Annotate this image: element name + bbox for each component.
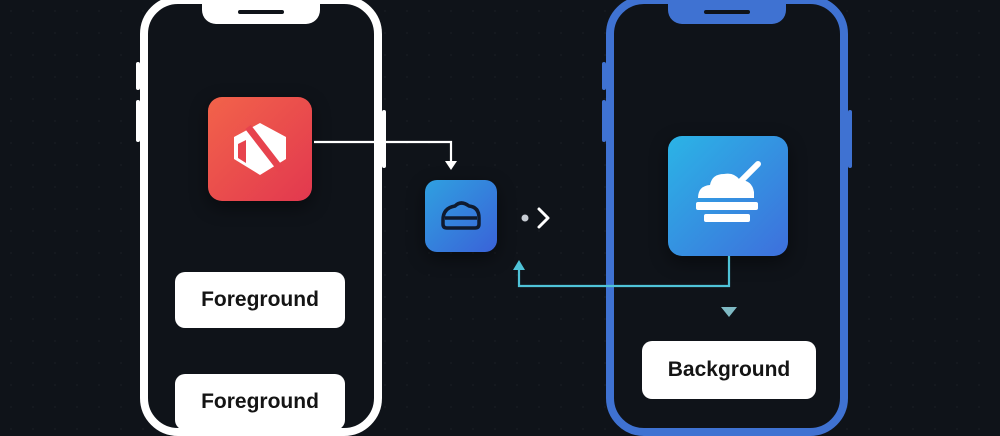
speaker (238, 10, 284, 14)
foreground-to-transition-arrowhead (445, 161, 457, 170)
background-to-transition-arrowhead (513, 260, 525, 270)
foreground-label-text: Foreground (201, 288, 319, 311)
flow-connectors (314, 140, 737, 317)
shield-app-icon[interactable] (208, 97, 312, 201)
background-to-transition-arrow (517, 256, 731, 288)
cloud-glyph-icon (441, 201, 481, 230)
foreground-label-text: Foreground (201, 390, 319, 413)
cloud-app-icon[interactable] (425, 180, 497, 252)
down-triangle-icon (721, 307, 737, 317)
cloud-cake-app-icon[interactable] (668, 136, 788, 256)
cloud-cake-glyph-icon (696, 161, 761, 222)
background-label-text: Background (667, 358, 791, 381)
foreground-phone (140, 0, 382, 436)
phone-side-button (848, 110, 852, 168)
foreground-label: Foreground (175, 272, 345, 328)
shield-glyph-icon (234, 123, 286, 175)
speaker (704, 10, 750, 14)
phone-side-button (602, 62, 606, 90)
foreground-to-transition-arrow (314, 140, 453, 162)
phone-side-button (602, 100, 606, 142)
phone-notch (668, 2, 786, 24)
background-label: Background (642, 341, 816, 399)
dot-icon (521, 214, 529, 222)
phone-side-button (382, 110, 386, 168)
chevron-right-icon (537, 207, 550, 229)
phone-notch (202, 2, 320, 24)
phone-side-button (136, 100, 140, 142)
phone-side-button (136, 62, 140, 90)
